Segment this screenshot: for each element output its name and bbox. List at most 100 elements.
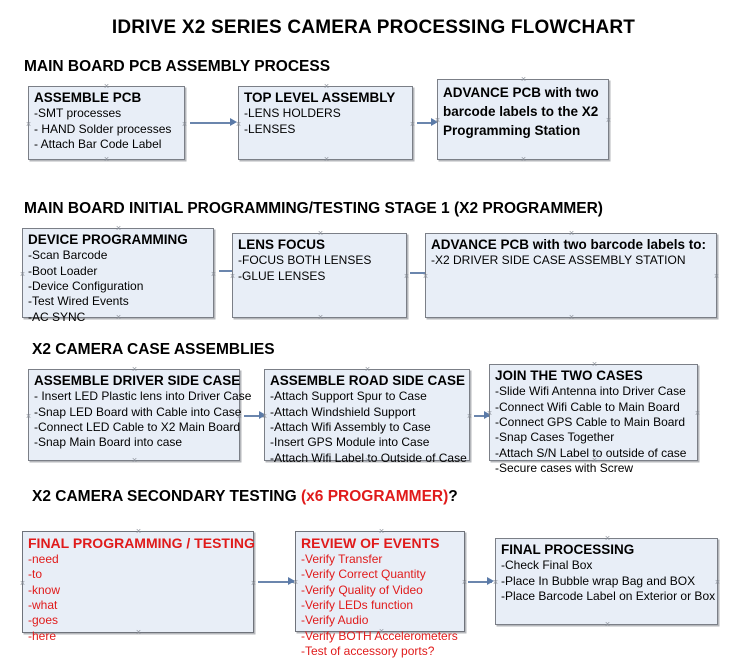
node-title: TOP LEVEL ASSEMBLY bbox=[244, 90, 396, 105]
node-title: ADVANCE PCB with two barcode labels to: bbox=[431, 237, 707, 252]
node-join-the-two-cases[interactable]: JOIN THE TWO CASES -Slide Wifi Antenna i… bbox=[486, 361, 701, 475]
node-line: -Slide Wifi Antenna into Driver Case bbox=[495, 384, 686, 399]
connection-handle-top[interactable] bbox=[591, 361, 598, 368]
connection-handle-left[interactable] bbox=[19, 271, 26, 278]
connection-handle-right[interactable] bbox=[236, 413, 243, 420]
node-line: -Verify Audio bbox=[301, 613, 369, 628]
node-line: -X2 DRIVER SIDE CASE ASSEMBLY STATION bbox=[431, 253, 686, 268]
node-final-programming-testing[interactable]: FINAL PROGRAMMING / TESTING -need -to -k… bbox=[19, 528, 257, 643]
connection-handle-bottom[interactable] bbox=[323, 156, 330, 163]
node-line: -LENS HOLDERS bbox=[244, 106, 341, 121]
connection-handle-bottom[interactable] bbox=[591, 457, 598, 464]
connection-handle-top[interactable] bbox=[317, 230, 324, 237]
connection-handle-left[interactable] bbox=[292, 579, 299, 586]
connection-handle-left[interactable] bbox=[19, 580, 26, 587]
arrowhead-icon bbox=[487, 577, 494, 585]
connection-handle-right[interactable] bbox=[210, 271, 217, 278]
node-title: ASSEMBLE DRIVER SIDE CASE bbox=[34, 373, 241, 388]
connection-handle-right[interactable] bbox=[694, 410, 701, 417]
connector-road-case-to-join-cases bbox=[474, 415, 490, 417]
connection-handle-bottom[interactable] bbox=[317, 314, 324, 321]
node-title: LENS FOCUS bbox=[238, 237, 326, 252]
node-line: -Place In Bubble wrap Bag and BOX bbox=[501, 573, 696, 588]
node-line: -AC SYNC bbox=[28, 309, 86, 324]
connection-handle-left[interactable] bbox=[229, 273, 236, 280]
connection-handle-left[interactable] bbox=[235, 121, 242, 128]
node-line: -Attach Wifi Assembly to Case bbox=[270, 419, 431, 434]
connection-handle-bottom[interactable] bbox=[135, 629, 142, 636]
connection-handle-top[interactable] bbox=[520, 76, 527, 83]
connection-handle-bottom[interactable] bbox=[378, 628, 385, 635]
node-line: -Attach Windshield Support bbox=[270, 404, 416, 419]
node-line: -GLUE LENSES bbox=[238, 268, 326, 283]
connection-handle-top[interactable] bbox=[604, 535, 611, 542]
connection-handle-bottom[interactable] bbox=[115, 314, 122, 321]
connection-handle-bottom[interactable] bbox=[604, 621, 611, 628]
connector-assemble-pcb-to-top-level bbox=[190, 122, 234, 124]
node-line: -to bbox=[28, 567, 43, 582]
connection-handle-top[interactable] bbox=[378, 528, 385, 535]
connection-handle-top[interactable] bbox=[364, 366, 371, 373]
connection-handle-left[interactable] bbox=[434, 117, 441, 124]
node-review-of-events[interactable]: REVIEW OF EVENTS -Verify Transfer -Verif… bbox=[292, 528, 468, 658]
node-line: -Verify LEDs function bbox=[301, 597, 414, 612]
connection-handle-left[interactable] bbox=[25, 413, 32, 420]
connection-handle-left[interactable] bbox=[422, 273, 429, 280]
node-line: -Verify Transfer bbox=[301, 551, 383, 566]
connection-handle-right[interactable] bbox=[714, 579, 721, 586]
connection-handle-top[interactable] bbox=[568, 230, 575, 237]
node-line: -Snap Cases Together bbox=[495, 430, 615, 445]
node-final-processing[interactable]: FINAL PROCESSING -Check Final Box -Place… bbox=[495, 538, 718, 625]
node-line: -Attach S/N Label to outside of case bbox=[495, 445, 687, 460]
node-advance-pcb-programming-station[interactable]: ADVANCE PCB with two barcode labels to t… bbox=[437, 79, 609, 160]
connection-handle-top[interactable] bbox=[131, 366, 138, 373]
node-line: -Snap Main Board into case bbox=[34, 435, 183, 450]
connection-handle-left[interactable] bbox=[261, 413, 268, 420]
connection-handle-right[interactable] bbox=[466, 413, 473, 420]
connection-handle-bottom[interactable] bbox=[568, 314, 575, 321]
section-heading-main-board-pcb-assembly: MAIN BOARD PCB ASSEMBLY PROCESS bbox=[24, 58, 331, 75]
node-advance-pcb-driver-side-case[interactable]: ADVANCE PCB with two barcode labels to: … bbox=[425, 233, 717, 318]
connection-handle-top[interactable] bbox=[323, 83, 330, 90]
connection-handle-bottom[interactable] bbox=[103, 156, 110, 163]
node-line: -know bbox=[28, 582, 61, 597]
connection-handle-top[interactable] bbox=[115, 225, 122, 232]
section-heading-tail: ? bbox=[448, 488, 458, 505]
connection-handle-left[interactable] bbox=[25, 121, 32, 128]
connection-handle-top[interactable] bbox=[135, 528, 142, 535]
connection-handle-right[interactable] bbox=[605, 117, 612, 124]
connection-handle-left[interactable] bbox=[486, 410, 493, 417]
section-heading-main-board-initial-programming: MAIN BOARD INITIAL PROGRAMMING/TESTING S… bbox=[24, 200, 603, 217]
connection-handle-bottom[interactable] bbox=[131, 457, 138, 464]
connection-handle-right[interactable] bbox=[461, 579, 468, 586]
node-lens-focus[interactable]: LENS FOCUS -FOCUS BOTH LENSES -GLUE LENS… bbox=[232, 233, 407, 318]
node-line: -SMT processes bbox=[34, 106, 122, 121]
connection-handle-right[interactable] bbox=[181, 121, 188, 128]
node-line: -Attach Support Spur to Case bbox=[270, 389, 427, 404]
node-device-programming[interactable]: DEVICE PROGRAMMING -Scan Barcode -Boot L… bbox=[19, 225, 217, 324]
node-line: - Attach Bar Code Label bbox=[34, 136, 162, 151]
node-assemble-driver-side-case[interactable]: ASSEMBLE DRIVER SIDE CASE - Insert LED P… bbox=[25, 366, 251, 464]
node-line: -need bbox=[28, 551, 59, 566]
node-title: REVIEW OF EVENTS bbox=[301, 535, 440, 551]
node-line: -Connect GPS Cable to Main Board bbox=[495, 414, 686, 429]
connection-handle-right[interactable] bbox=[403, 273, 410, 280]
connection-handle-right[interactable] bbox=[713, 273, 720, 280]
node-title: JOIN THE TWO CASES bbox=[495, 368, 643, 383]
node-assemble-road-side-case[interactable]: ASSEMBLE ROAD SIDE CASE -Attach Support … bbox=[261, 366, 473, 465]
connection-handle-top[interactable] bbox=[103, 83, 110, 90]
section-heading-x2-camera-secondary-testing: X2 CAMERA SECONDARY TESTING (x6 PROGRAMM… bbox=[32, 488, 458, 506]
node-line: -LENSES bbox=[244, 121, 296, 136]
connection-handle-bottom[interactable] bbox=[520, 156, 527, 163]
section-heading-accent: (x6 PROGRAMMER) bbox=[301, 488, 449, 505]
connection-handle-bottom[interactable] bbox=[364, 457, 371, 464]
node-line: -goes bbox=[28, 613, 59, 628]
node-assemble-pcb[interactable]: ASSEMBLE PCB -SMT processes - HAND Solde… bbox=[28, 86, 185, 160]
node-top-level-assembly[interactable]: TOP LEVEL ASSEMBLY -LENS HOLDERS -LENSES bbox=[238, 86, 413, 160]
connection-handle-right[interactable] bbox=[409, 121, 416, 128]
connection-handle-right[interactable] bbox=[250, 580, 257, 587]
connector-driver-case-to-road-case bbox=[244, 415, 264, 417]
node-line-overflow: -Test of accessory ports? bbox=[301, 643, 435, 658]
section-heading-text: X2 CAMERA SECONDARY TESTING bbox=[32, 488, 301, 505]
connection-handle-left[interactable] bbox=[492, 579, 499, 586]
